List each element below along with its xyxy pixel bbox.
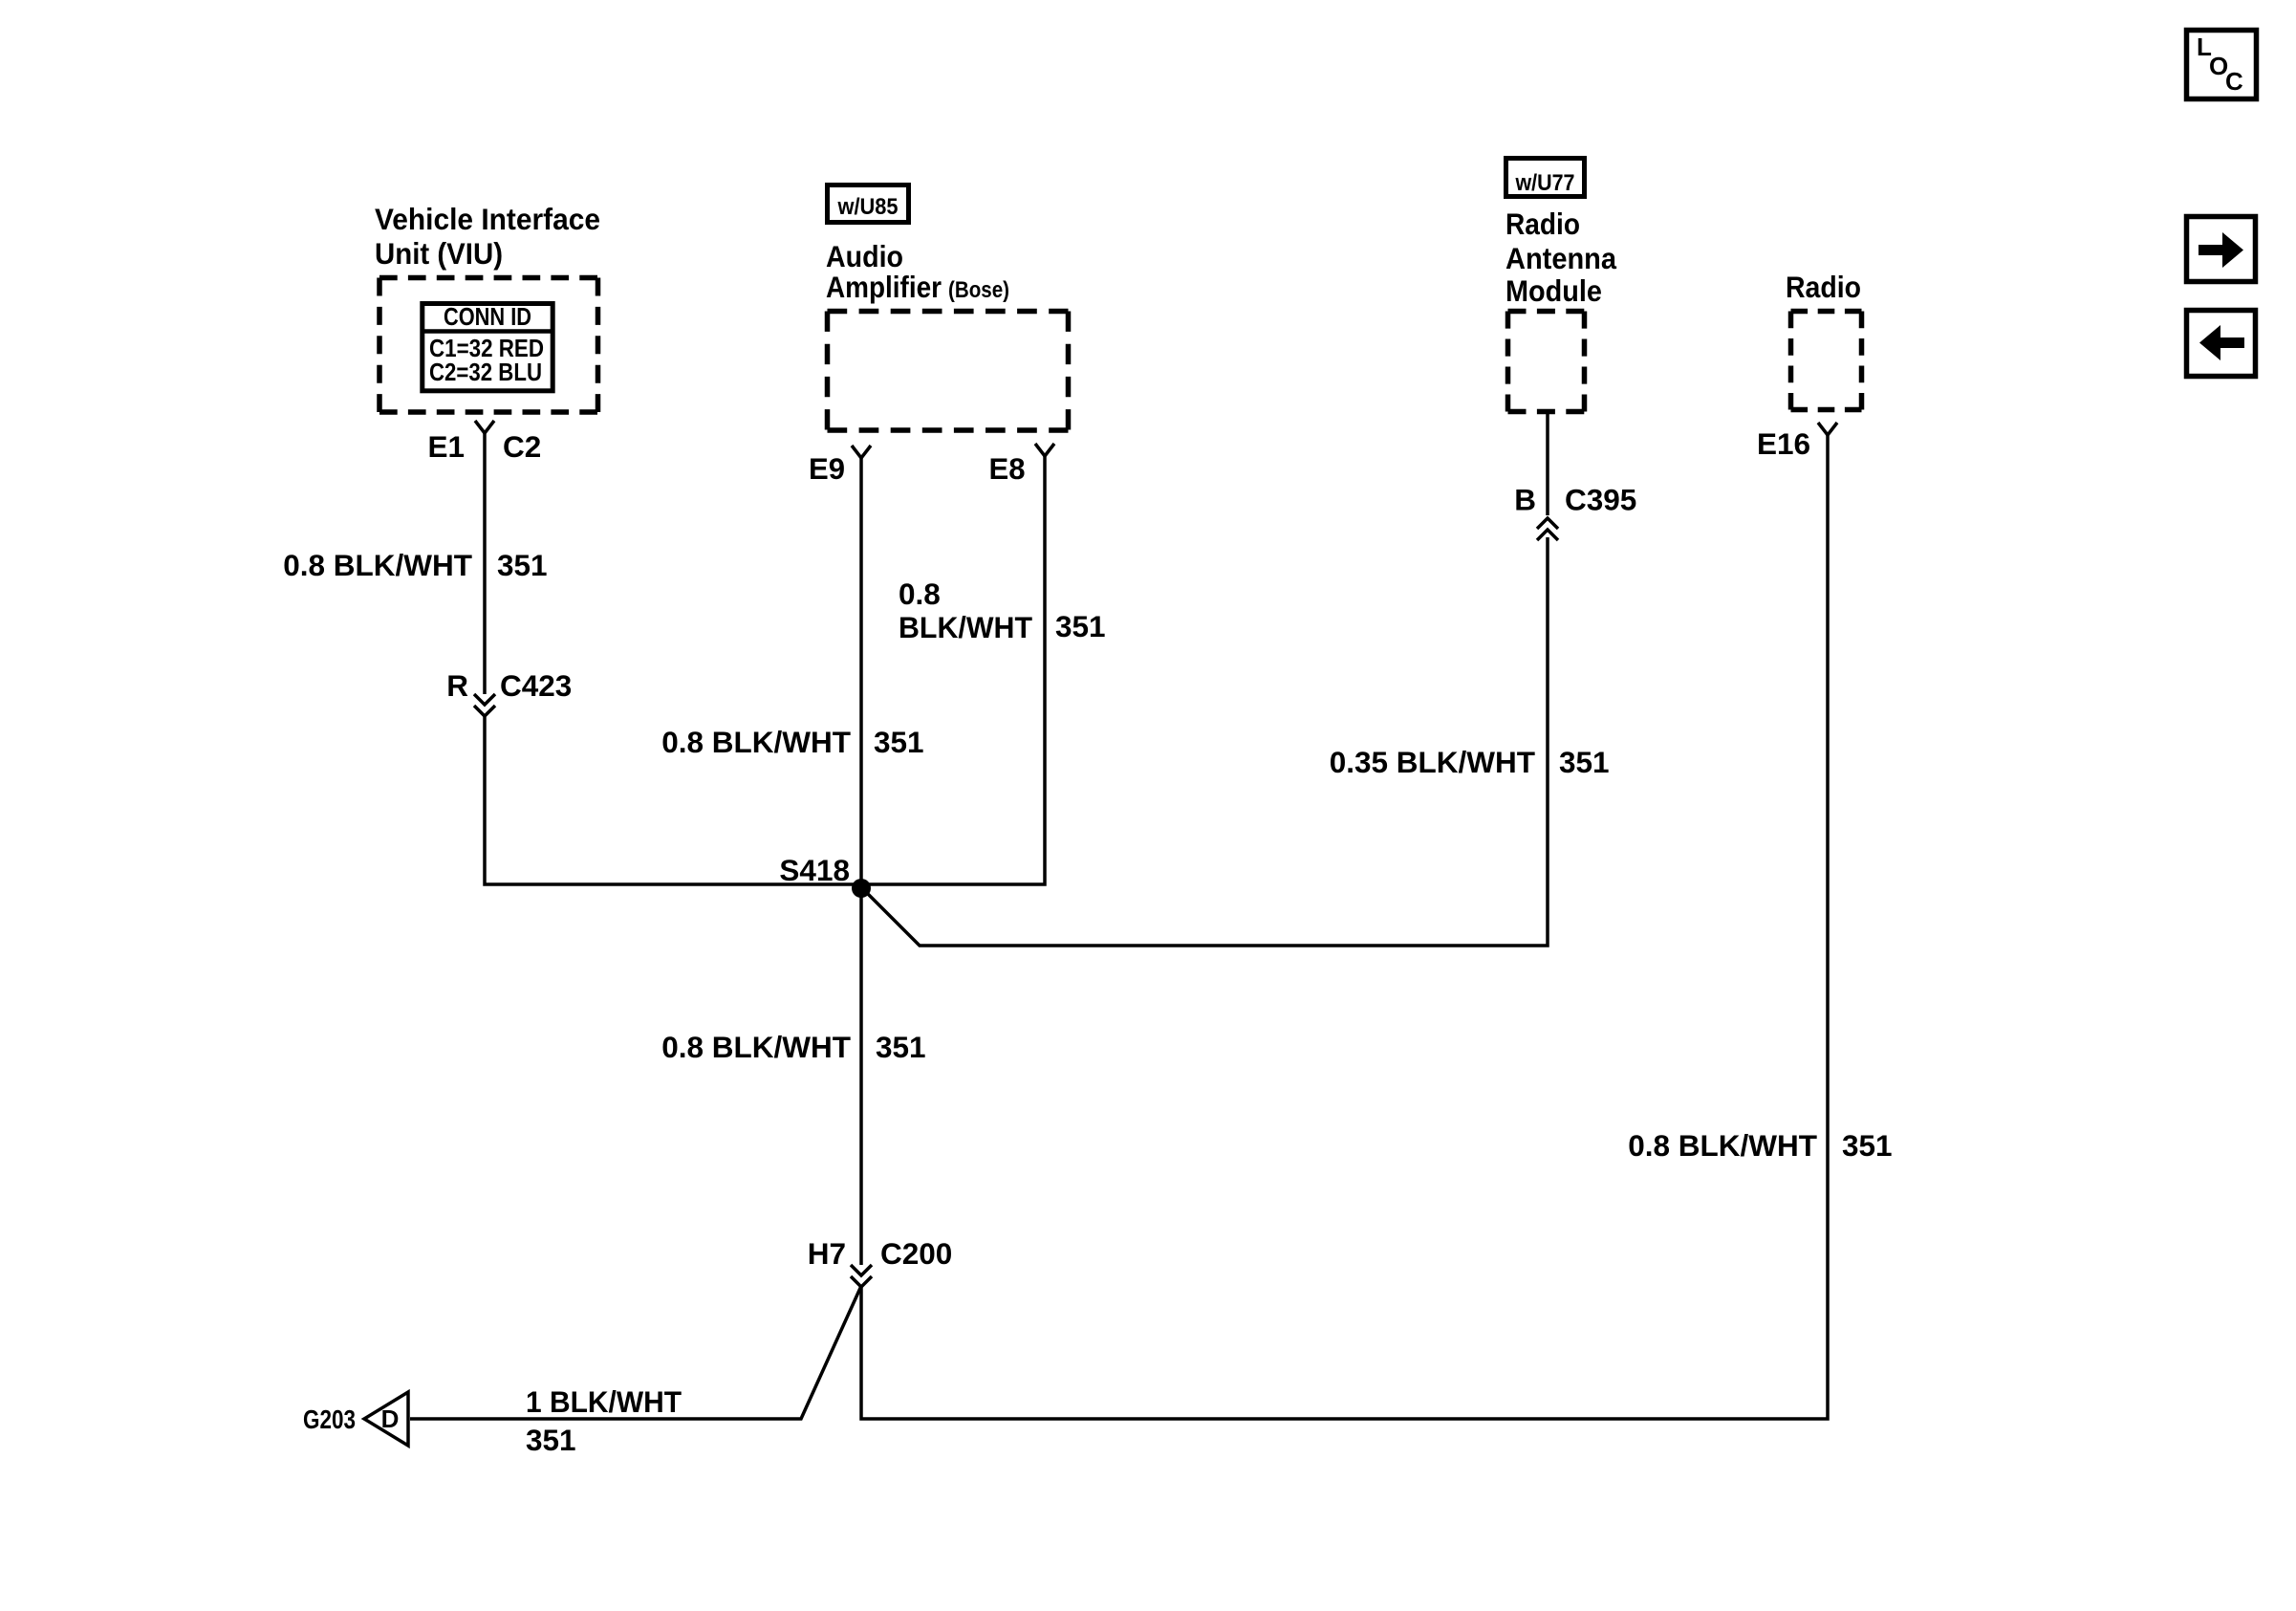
svg-text:O: O (2209, 52, 2228, 80)
svg-text:351: 351 (876, 1030, 926, 1064)
svg-text:C395: C395 (1565, 483, 1636, 517)
svg-text:0.8 BLK/WHT: 0.8 BLK/WHT (661, 725, 851, 759)
svg-text:351: 351 (1055, 609, 1106, 643)
svg-text:E9: E9 (809, 451, 845, 486)
svg-text:351: 351 (497, 548, 548, 582)
svg-text:351: 351 (1559, 745, 1610, 779)
svg-text:G203: G203 (303, 1404, 356, 1434)
svg-text:Vehicle Interface: Vehicle Interface (375, 202, 600, 236)
svg-text:351: 351 (526, 1423, 576, 1457)
svg-text:CONN ID: CONN ID (444, 304, 531, 331)
svg-text:0.8: 0.8 (899, 577, 941, 611)
svg-text:351: 351 (1842, 1128, 1893, 1163)
svg-text:S418: S418 (779, 853, 850, 887)
svg-text:E8: E8 (989, 451, 1026, 486)
svg-text:C2=32 BLU: C2=32 BLU (429, 358, 542, 386)
svg-text:w/U85: w/U85 (837, 194, 899, 220)
svg-text:E16: E16 (1757, 426, 1810, 461)
svg-text:D: D (381, 1404, 400, 1433)
svg-text:(Bose): (Bose) (948, 277, 1009, 303)
svg-text:0.8 BLK/WHT: 0.8 BLK/WHT (1628, 1128, 1817, 1163)
svg-text:BLK/WHT: BLK/WHT (899, 610, 1032, 644)
svg-text:Audio: Audio (826, 239, 903, 273)
svg-text:Unit (VIU): Unit (VIU) (375, 236, 503, 271)
svg-text:B: B (1514, 483, 1536, 517)
svg-text:0.8 BLK/WHT: 0.8 BLK/WHT (283, 548, 472, 582)
svg-text:Radio: Radio (1786, 270, 1861, 304)
svg-text:w/U77: w/U77 (1515, 170, 1575, 196)
svg-text:R: R (446, 668, 468, 703)
svg-text:Amplifier: Amplifier (826, 270, 942, 304)
svg-text:H7: H7 (808, 1236, 846, 1271)
svg-text:C423: C423 (500, 668, 572, 703)
svg-text:0.8 BLK/WHT: 0.8 BLK/WHT (661, 1030, 851, 1064)
svg-text:L: L (2197, 33, 2212, 61)
svg-text:Radio: Radio (1505, 207, 1580, 241)
svg-text:C: C (2225, 67, 2243, 96)
svg-text:1 BLK/WHT: 1 BLK/WHT (526, 1384, 682, 1419)
svg-text:351: 351 (874, 725, 924, 759)
svg-text:Antenna: Antenna (1505, 241, 1616, 275)
svg-text:Module: Module (1505, 273, 1602, 308)
svg-text:C200: C200 (880, 1236, 952, 1271)
svg-text:C1=32 RED: C1=32 RED (429, 334, 544, 362)
svg-text:0.35 BLK/WHT: 0.35 BLK/WHT (1330, 745, 1535, 779)
svg-text:C2: C2 (503, 429, 541, 464)
svg-text:E1: E1 (427, 429, 465, 464)
